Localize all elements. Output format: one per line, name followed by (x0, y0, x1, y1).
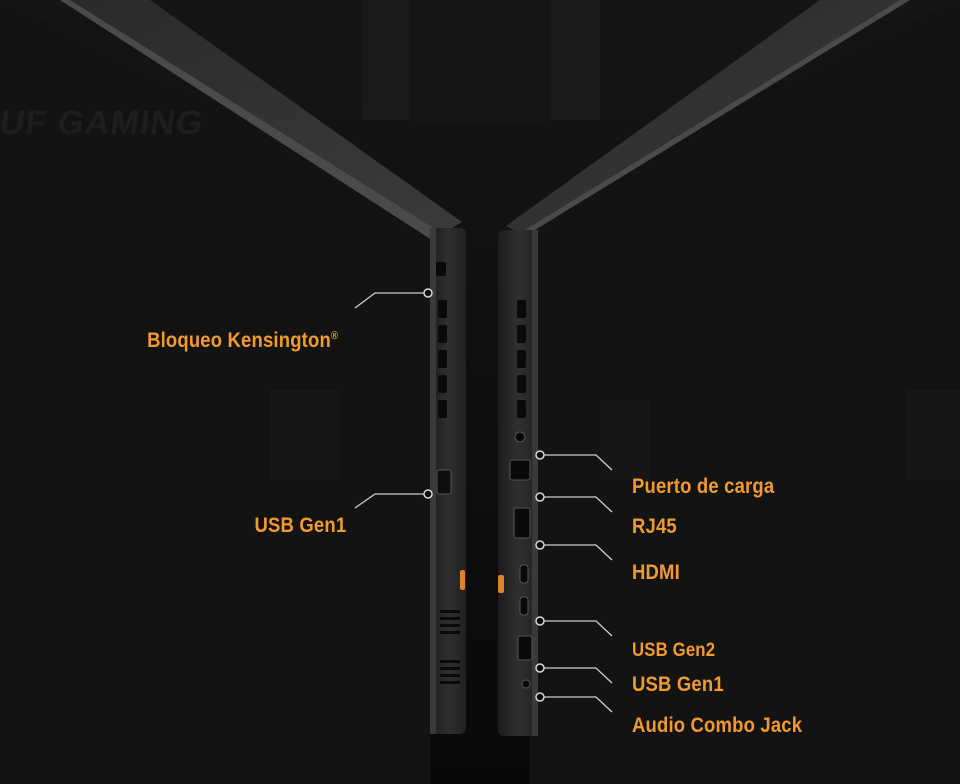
label-charging-port: Puerto de carga (632, 475, 775, 498)
label-hdmi: HDMI (632, 561, 680, 584)
label-audio-combo-jack: Audio Combo Jack (632, 714, 803, 737)
label-usb-gen1-left: USB Gen1 (254, 514, 346, 537)
background-brand-text: UF GAMING (0, 104, 207, 142)
label-usb-gen1-right: USB Gen1 (632, 673, 724, 696)
label-kensington-lock: Bloqueo Kensington® (147, 329, 338, 353)
label-usb-gen2: USB Gen2 (632, 640, 716, 661)
label-kensington-text: Bloqueo Kensington (146, 329, 331, 352)
registered-mark: ® (330, 330, 338, 342)
label-rj45: RJ45 (632, 515, 677, 538)
